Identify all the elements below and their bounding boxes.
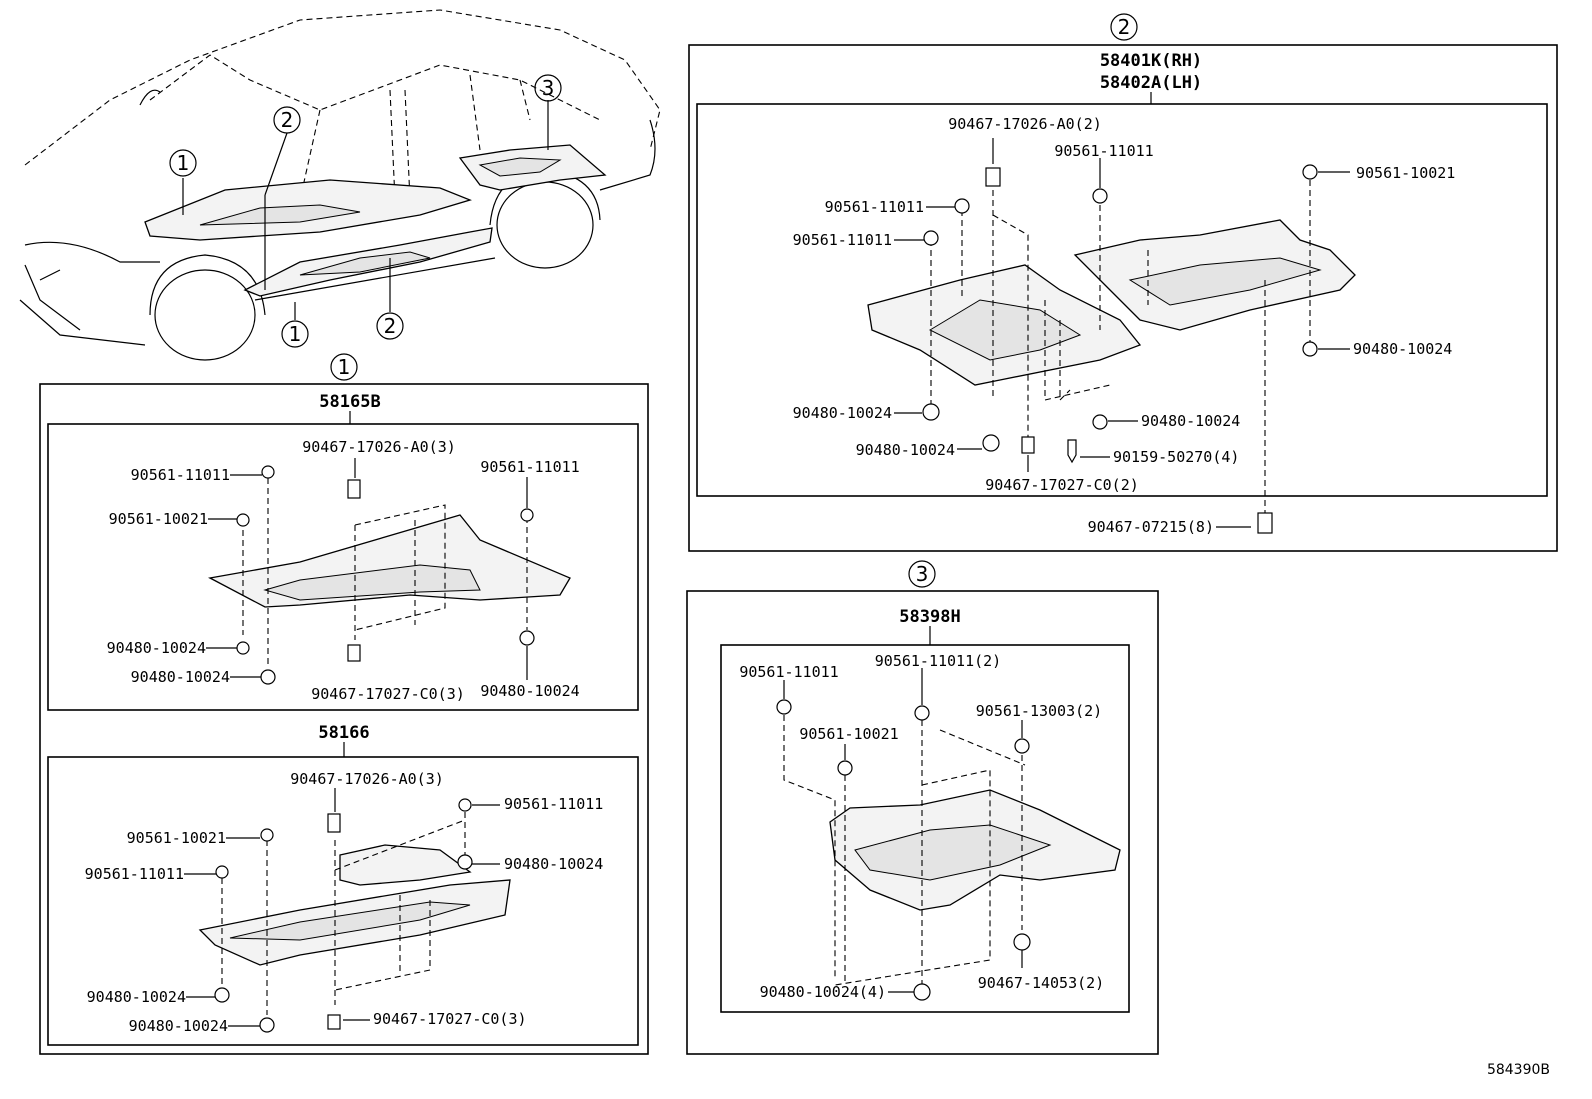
label-90561-11011: 90561-11011	[85, 865, 184, 883]
callout-2-front: 2	[281, 108, 294, 132]
group-3-frame	[686, 590, 1159, 1055]
label-90480-10024: 90480-10024	[856, 441, 955, 459]
part-code-58401K: 58401K(RH)	[1100, 51, 1202, 71]
label-90467-17026-A0: 90467-17026-A0(3)	[290, 770, 444, 788]
label-90561-11011: 90561-11011	[480, 458, 579, 476]
label-90561-11011: 90561-11011	[825, 198, 924, 216]
label-90561-11011: 90561-11011	[739, 663, 838, 681]
label-90480-10024: 90480-10024	[129, 1017, 228, 1035]
label-90561-11011: 90561-11011	[504, 795, 603, 813]
label-90159-50270: 90159-50270(4)	[1113, 448, 1239, 466]
label-90480-10024: 90480-10024	[1353, 340, 1452, 358]
car-overview: 1 2 3 1 2	[19, 9, 661, 361]
group-3-number: 3	[916, 562, 929, 586]
part-code-58165B: 58165B	[319, 392, 380, 412]
part-code-58402A: 58402A(LH)	[1100, 73, 1202, 93]
callout-1-hood: 1	[177, 151, 190, 175]
group-2-number: 2	[1118, 15, 1131, 39]
label-90467-17027-C0: 90467-17027-C0(3)	[311, 685, 465, 703]
label-90467-07215: 90467-07215(8)	[1088, 518, 1214, 536]
part-code-58166: 58166	[318, 723, 369, 743]
label-90467-17026-A0: 90467-17026-A0(3)	[302, 438, 456, 456]
group-1: 1 58165B 90467-17026-A0(3) 90561-11011 9…	[39, 353, 649, 1055]
label-90480-10024: 90480-10024	[107, 639, 206, 657]
figure-reference-number: 584390B	[1487, 1062, 1550, 1078]
label-90480-10024: 90480-10024	[793, 404, 892, 422]
label-90480-10024: 90480-10024	[131, 668, 230, 686]
label-90561-13003: 90561-13003(2)	[976, 702, 1102, 720]
label-90561-10021: 90561-10021	[127, 829, 226, 847]
part-code-58398H: 58398H	[899, 607, 960, 627]
label-90561-11011: 90561-11011	[1054, 142, 1153, 160]
label-90480-10024: 90480-10024	[480, 682, 579, 700]
label-90561-10021: 90561-10021	[799, 725, 898, 743]
label-90480-10024: 90480-10024	[1141, 412, 1240, 430]
group-3: 3 58398H 90561-11011 90561-11011(2) 9056…	[686, 560, 1159, 1055]
group-2-frame	[688, 44, 1558, 552]
label-90467-14053: 90467-14053(2)	[978, 974, 1104, 992]
callout-3-rear: 3	[542, 76, 555, 100]
label-90561-10021: 90561-10021	[109, 510, 208, 528]
label-90480-10024: 90480-10024	[504, 855, 603, 873]
label-90467-17027-C0: 90467-17027-C0(3)	[373, 1010, 527, 1028]
group-2: 2 58401K(RH) 58402A(LH) 90467-17026-A0	[688, 13, 1558, 552]
callout-2-floor: 2	[384, 314, 397, 338]
label-90561-11011: 90561-11011(2)	[875, 652, 1001, 670]
label-90467-17026-A0: 90467-17026-A0(2)	[948, 115, 1102, 133]
group-1-number: 1	[338, 355, 351, 379]
group-1-frame	[39, 383, 649, 1055]
callout-1-floor: 1	[289, 322, 302, 346]
label-90467-17027-C0: 90467-17027-C0(2)	[985, 476, 1139, 494]
label-90561-11011: 90561-11011	[793, 231, 892, 249]
label-90480-10024: 90480-10024(4)	[760, 983, 886, 1001]
label-90561-10021: 90561-10021	[1356, 164, 1455, 182]
label-90561-11011: 90561-11011	[131, 466, 230, 484]
label-90480-10024: 90480-10024	[87, 988, 186, 1006]
